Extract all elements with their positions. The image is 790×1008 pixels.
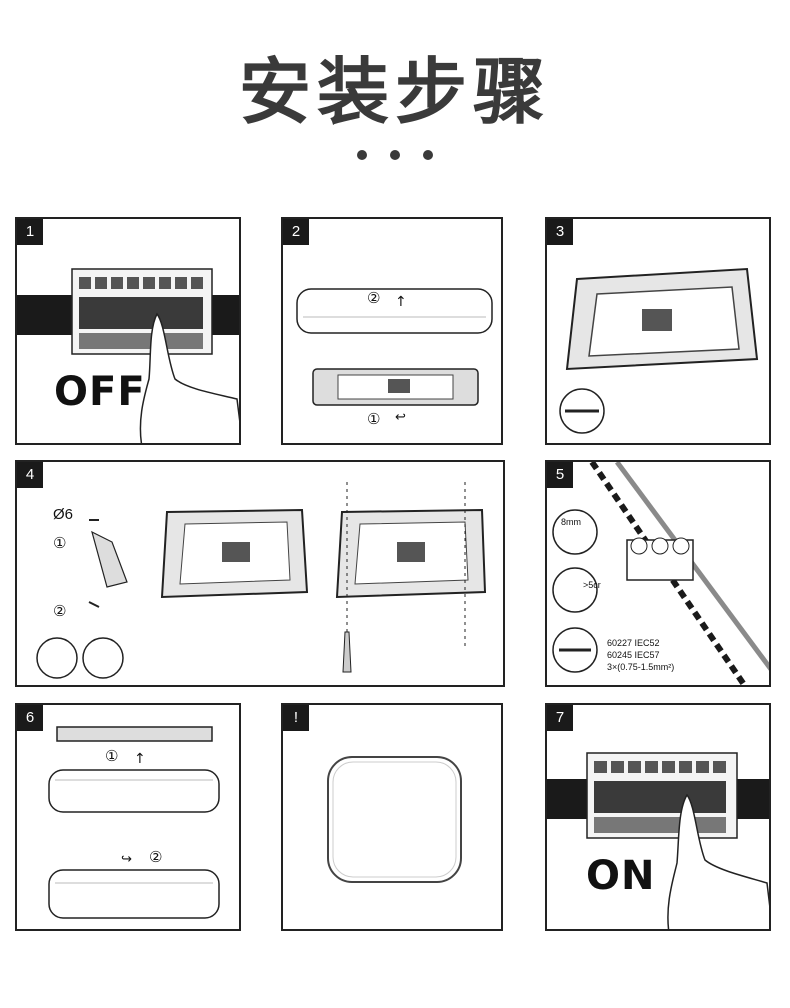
step-2-panel: 2 ↑ ↩ ② ① <box>281 217 503 445</box>
connector-screw <box>672 537 690 555</box>
lamp-cover <box>296 288 493 334</box>
step-finished-panel: ! <box>281 703 503 931</box>
step-3-panel: 3 <box>545 217 771 445</box>
mark-2: ② <box>53 603 67 620</box>
step-badge: 1 <box>17 219 43 245</box>
spec-line-3: 3×(0.75-1.5mm²) <box>607 662 675 672</box>
wiring-illustration <box>552 462 769 685</box>
step-badge: 4 <box>17 462 43 488</box>
breaker-on-illustration <box>547 752 769 929</box>
remove-cover-illustration: ↑ ↩ <box>296 288 493 425</box>
drill-mount-illustration <box>36 482 487 679</box>
spacing-circle <box>552 567 598 613</box>
step-badge: 5 <box>547 462 573 488</box>
step-badge: ! <box>283 705 309 731</box>
dot <box>357 150 367 160</box>
rotate-arrow-icon: ↩ <box>395 410 406 425</box>
screwdriver-icon <box>342 631 352 673</box>
spec-line-1: 60227 IEC52 <box>607 638 660 648</box>
step-5-panel: 5 8mm >5cr 60227 IEC52 60245 IEC57 3×(0.… <box>545 460 771 687</box>
step-badge: 3 <box>547 219 573 245</box>
breaker-switches <box>79 277 203 349</box>
step-4-panel: 4 Ø6 ① ② <box>15 460 505 687</box>
diameter-label: Ø6 <box>53 506 74 523</box>
lamp-cover-top <box>48 769 220 813</box>
off-label: OFF <box>54 369 146 415</box>
step-6-panel: 6 ↑ ↪ ① ② <box>15 703 241 931</box>
mounting-plate-illustration <box>559 267 759 434</box>
arrow-up-icon: ↑ <box>395 294 407 310</box>
mark-1: ① <box>105 748 119 765</box>
step-badge: 6 <box>17 705 43 731</box>
step-badge: 7 <box>547 705 573 731</box>
spec-line-2: 60245 IEC57 <box>607 650 660 660</box>
screwdriver-detail-circle <box>36 637 78 679</box>
terminal-block <box>222 542 250 562</box>
screw-icon <box>88 601 100 608</box>
terminal-block <box>388 379 410 393</box>
wire-grey <box>614 462 769 671</box>
breaker-switches <box>594 761 726 833</box>
mark-1: ① <box>367 411 381 428</box>
lamp-cover-bottom <box>48 869 220 919</box>
page-title: 安装步骤 <box>238 50 551 134</box>
attach-cover-illustration: ↑ ↪ <box>48 726 220 919</box>
strip-length-circle <box>552 509 598 555</box>
strip-length-label: 8mm <box>561 517 581 527</box>
breaker-off-illustration <box>17 268 239 443</box>
hand-pointer <box>139 312 239 443</box>
on-label: ON <box>586 853 656 899</box>
min-gap-label: >5cr <box>583 580 601 590</box>
connector-screw <box>651 537 669 555</box>
hand-pointer <box>667 793 769 929</box>
mark-2: ② <box>367 290 381 307</box>
terminal-block <box>397 542 425 562</box>
drill-icon <box>91 530 128 588</box>
drill-detail-circle <box>82 637 124 679</box>
finished-lamp-illustration <box>327 756 462 883</box>
mark-1: ① <box>53 535 67 552</box>
lamp-inner-edge <box>332 761 457 878</box>
connector-screw <box>630 537 648 555</box>
mounted-base <box>56 726 213 742</box>
step-7-panel: 7 ON <box>545 703 771 931</box>
step-badge: 2 <box>283 219 309 245</box>
title-dots <box>357 150 437 162</box>
mark-2: ② <box>149 849 163 866</box>
dot <box>390 150 400 160</box>
rotate-arrow-icon: ↪ <box>121 852 132 867</box>
finished-lamp <box>327 756 462 883</box>
dot <box>423 150 433 160</box>
arrow-up-icon: ↑ <box>134 751 146 767</box>
step-1-panel: 1 OFF <box>15 217 241 445</box>
terminal-block <box>642 309 672 331</box>
